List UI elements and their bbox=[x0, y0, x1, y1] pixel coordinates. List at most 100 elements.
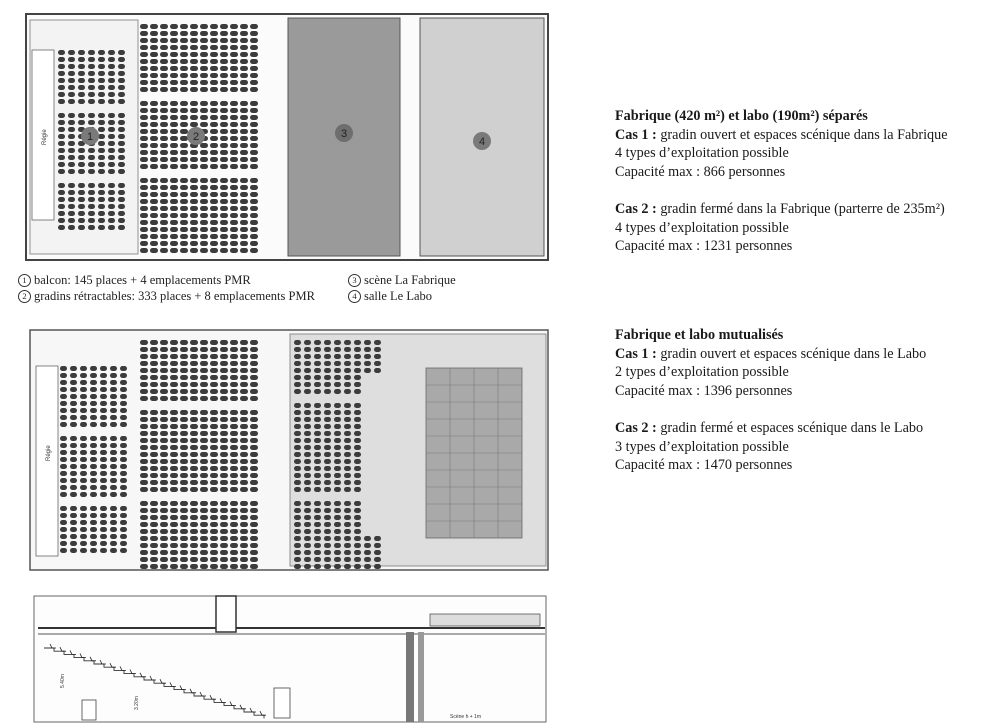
seat bbox=[354, 340, 361, 345]
seat bbox=[160, 375, 168, 380]
seat bbox=[220, 417, 228, 422]
seat bbox=[230, 466, 238, 471]
seat bbox=[210, 136, 218, 141]
seat bbox=[60, 380, 67, 385]
seat bbox=[68, 211, 75, 216]
seat bbox=[118, 204, 125, 209]
seat bbox=[220, 466, 228, 471]
seat bbox=[190, 185, 198, 190]
seat bbox=[304, 487, 311, 492]
seat bbox=[250, 185, 258, 190]
seat bbox=[108, 155, 115, 160]
seat bbox=[200, 375, 208, 380]
seat bbox=[118, 183, 125, 188]
seat bbox=[230, 143, 238, 148]
seat bbox=[160, 213, 168, 218]
seat bbox=[118, 113, 125, 118]
seat bbox=[250, 73, 258, 78]
retractable-seats bbox=[140, 24, 258, 253]
seat bbox=[90, 401, 97, 406]
seat-profile bbox=[79, 653, 86, 658]
seat bbox=[108, 113, 115, 118]
seat bbox=[200, 389, 208, 394]
seat bbox=[140, 38, 148, 43]
seat bbox=[200, 66, 208, 71]
seat bbox=[70, 464, 77, 469]
seat-profile bbox=[59, 647, 66, 652]
seat bbox=[110, 387, 117, 392]
seat bbox=[294, 508, 301, 513]
seat bbox=[294, 459, 301, 464]
seat bbox=[240, 192, 248, 197]
seat bbox=[200, 241, 208, 246]
seat bbox=[140, 213, 148, 218]
seat bbox=[190, 389, 198, 394]
seat bbox=[60, 534, 67, 539]
seat bbox=[180, 382, 188, 387]
seat bbox=[304, 557, 311, 562]
regie-label: Régie bbox=[46, 445, 52, 461]
seat bbox=[220, 501, 228, 506]
seat bbox=[140, 136, 148, 141]
seat bbox=[140, 347, 148, 352]
seat bbox=[220, 24, 228, 29]
seat bbox=[220, 206, 228, 211]
seat bbox=[78, 141, 85, 146]
seat bbox=[180, 227, 188, 232]
seat bbox=[240, 550, 248, 555]
seat bbox=[240, 410, 248, 415]
seat bbox=[170, 431, 178, 436]
seat bbox=[240, 136, 248, 141]
seat bbox=[108, 225, 115, 230]
seat bbox=[80, 422, 87, 427]
seat bbox=[110, 485, 117, 490]
seat bbox=[344, 487, 351, 492]
seat bbox=[180, 396, 188, 401]
seat bbox=[250, 459, 258, 464]
seat bbox=[180, 80, 188, 85]
seat bbox=[190, 361, 198, 366]
seat bbox=[180, 466, 188, 471]
seat bbox=[190, 66, 198, 71]
seat bbox=[250, 487, 258, 492]
seat bbox=[118, 85, 125, 90]
seat bbox=[98, 85, 105, 90]
seat bbox=[78, 113, 85, 118]
seat bbox=[200, 347, 208, 352]
seat bbox=[180, 550, 188, 555]
seat-profile bbox=[129, 669, 136, 674]
seat bbox=[140, 52, 148, 57]
seat bbox=[160, 66, 168, 71]
seat bbox=[364, 536, 371, 541]
seat bbox=[110, 492, 117, 497]
seat bbox=[190, 445, 198, 450]
seat bbox=[88, 64, 95, 69]
legend-num: 3 bbox=[348, 274, 361, 287]
seat bbox=[180, 508, 188, 513]
seat bbox=[294, 361, 301, 366]
seat bbox=[98, 148, 105, 153]
seat-profile bbox=[149, 675, 156, 681]
seat bbox=[120, 464, 127, 469]
seat bbox=[190, 234, 198, 239]
seat bbox=[210, 108, 218, 113]
seat bbox=[160, 143, 168, 148]
seat bbox=[334, 466, 341, 471]
seat bbox=[180, 424, 188, 429]
seat bbox=[120, 534, 127, 539]
seat bbox=[230, 59, 238, 64]
seat bbox=[220, 101, 228, 106]
seat bbox=[314, 487, 321, 492]
seat bbox=[354, 536, 361, 541]
seat bbox=[220, 234, 228, 239]
seat bbox=[304, 473, 311, 478]
seat bbox=[80, 415, 87, 420]
seat bbox=[314, 480, 321, 485]
seat bbox=[210, 340, 218, 345]
seat bbox=[58, 50, 65, 55]
seat bbox=[170, 522, 178, 527]
seat bbox=[200, 536, 208, 541]
seat bbox=[240, 529, 248, 534]
seat bbox=[150, 52, 158, 57]
seat bbox=[334, 382, 341, 387]
